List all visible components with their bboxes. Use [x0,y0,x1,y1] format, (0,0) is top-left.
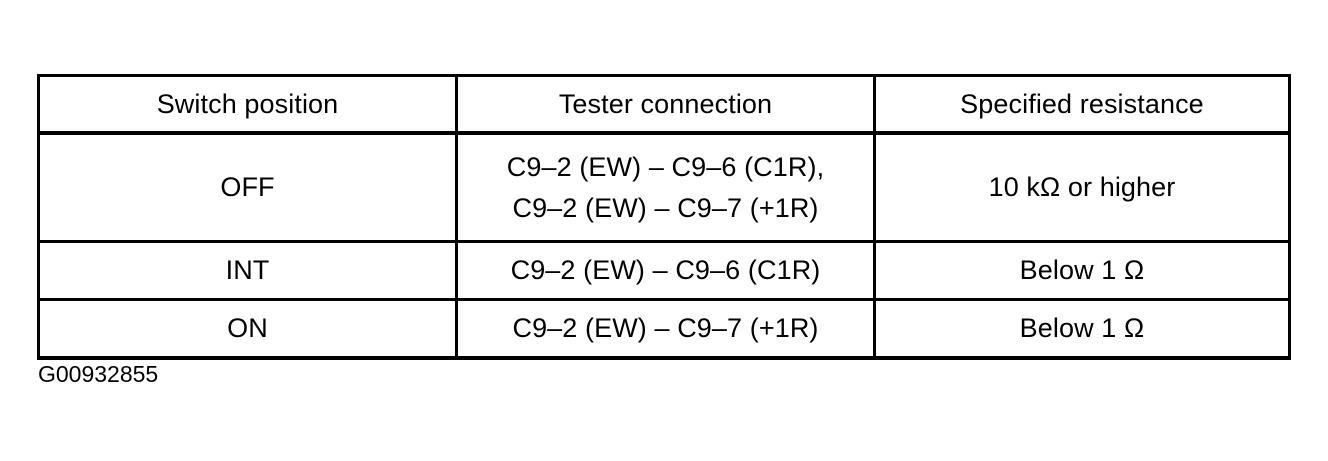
column-header-switch-position: Switch position [37,74,458,135]
table-row: OFF C9–2 (EW) – C9–6 (C1R), C9–2 (EW) – … [37,131,1291,243]
column-header-tester-connection: Tester connection [455,74,876,135]
cell-switch-position-int: INT [37,240,458,301]
table-row: ON C9–2 (EW) – C9–7 (+1R) Below 1 Ω [37,298,1291,360]
cell-specified-resistance-int: Below 1 Ω [873,240,1291,301]
tester-connection-line: C9–2 (EW) – C9–7 (+1R) [512,192,819,223]
cell-specified-resistance-off: 10 kΩ or higher [873,131,1291,243]
table-header-row: Switch position Tester connection Specif… [37,74,1291,135]
figure-id-caption: G00932855 [38,361,159,387]
cell-tester-connection-on: C9–2 (EW) – C9–7 (+1R) [455,298,876,360]
tester-connection-line: C9–2 (EW) – C9–6 (C1R), [506,152,825,183]
cell-tester-connection-off: C9–2 (EW) – C9–6 (C1R), C9–2 (EW) – C9–7… [455,131,876,243]
cell-switch-position-off: OFF [37,131,458,243]
cell-specified-resistance-on: Below 1 Ω [873,298,1291,360]
specified-resistance-table: Switch position Tester connection Specif… [37,74,1291,360]
table-row: INT C9–2 (EW) – C9–6 (C1R) Below 1 Ω [37,240,1291,301]
cell-tester-connection-int: C9–2 (EW) – C9–6 (C1R) [455,240,876,301]
column-header-specified-resistance: Specified resistance [873,74,1291,135]
cell-switch-position-on: ON [37,298,458,360]
